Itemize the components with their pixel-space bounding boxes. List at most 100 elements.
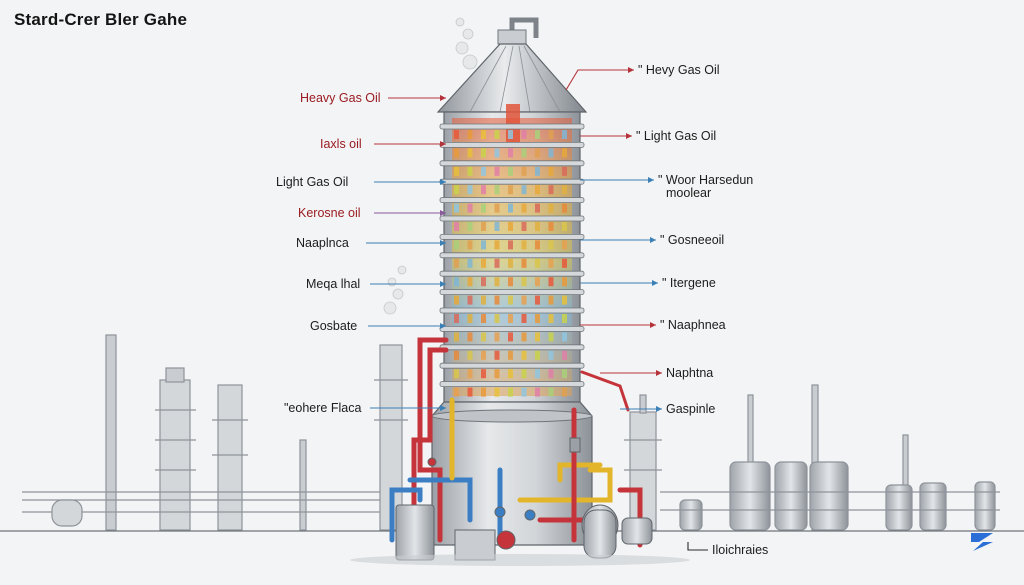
tray-cap	[535, 167, 540, 176]
tray-cap	[549, 388, 554, 397]
tray-cap	[535, 314, 540, 323]
tray-cap	[454, 148, 459, 157]
right-label-7: Naphtna	[666, 366, 713, 380]
left-leader-2	[374, 179, 446, 185]
left-label-1: Iaxls oil	[320, 137, 362, 151]
tray-cap	[562, 296, 567, 305]
tray-cap	[454, 277, 459, 286]
tray-cap	[468, 332, 473, 341]
tray-cap	[562, 130, 567, 139]
tray-cap	[549, 167, 554, 176]
tray-cap	[522, 332, 527, 341]
right-leader-0	[566, 67, 634, 90]
tray-cap	[508, 259, 513, 268]
tray-cap	[454, 369, 459, 378]
left-leader-3	[374, 210, 446, 216]
tray-cap	[495, 277, 500, 286]
tray-cap	[549, 130, 554, 139]
tray-cap	[468, 222, 473, 231]
tray-cap	[562, 240, 567, 249]
left-label-2: Light Gas Oil	[276, 175, 348, 189]
tray-cap	[508, 369, 513, 378]
tray-ring	[440, 326, 584, 331]
left-leader-4	[366, 240, 446, 246]
tray-cap	[522, 204, 527, 213]
right-label-0: " Hevy Gas Oil	[638, 63, 720, 77]
tray-ring	[440, 271, 584, 276]
tray-cap	[549, 204, 554, 213]
tray-cap	[454, 240, 459, 249]
tray-cap	[481, 351, 486, 360]
tray-ring	[440, 216, 584, 221]
tray-cap	[481, 204, 486, 213]
tray-cap	[508, 185, 513, 194]
right-leader-6	[580, 322, 656, 328]
tray-cap	[522, 314, 527, 323]
tray-cap	[549, 240, 554, 249]
right-label-8: Gaspinle	[666, 402, 715, 416]
tray-cap	[562, 259, 567, 268]
tray-cap	[562, 351, 567, 360]
tray-cap	[522, 240, 527, 249]
tray-cap	[454, 388, 459, 397]
tray-cap	[535, 240, 540, 249]
tray-cap	[495, 332, 500, 341]
tray-cap	[495, 314, 500, 323]
bottom-leader	[688, 542, 708, 550]
tray-cap	[454, 296, 459, 305]
tray-cap	[454, 259, 459, 268]
left-label-6: Gosbate	[310, 319, 357, 333]
tray-cap	[562, 314, 567, 323]
tray-cap	[522, 185, 527, 194]
tray-cap	[549, 351, 554, 360]
tray-cap	[495, 296, 500, 305]
diagram-title: Stard-Crer Bler Gahe	[14, 10, 187, 30]
tray-cap	[508, 351, 513, 360]
left-label-3: Kerosne oil	[298, 206, 361, 220]
right-label-4: " Gosneeoil	[660, 233, 724, 247]
tray-cap	[495, 369, 500, 378]
tray-cap	[495, 148, 500, 157]
tray-cap	[522, 388, 527, 397]
right-leader-1	[580, 133, 632, 139]
tray-cap	[508, 388, 513, 397]
tray-cap	[481, 222, 486, 231]
right-leader-7	[600, 370, 662, 376]
tray-cap	[468, 240, 473, 249]
tray-cap	[508, 332, 513, 341]
tray-cap	[508, 167, 513, 176]
tray-cap	[481, 388, 486, 397]
tray-cap	[468, 388, 473, 397]
tray-cap	[481, 130, 486, 139]
tray-cap	[522, 369, 527, 378]
right-label-2: " Woor Harsedun	[658, 173, 753, 187]
left-label-4: Naaplnca	[296, 236, 349, 250]
tray-ring	[440, 363, 584, 368]
tray-cap	[549, 185, 554, 194]
tray-cap	[495, 240, 500, 249]
tray-ring	[440, 253, 584, 258]
tray-cap	[468, 369, 473, 378]
tray-cap	[481, 148, 486, 157]
tray-cap	[468, 259, 473, 268]
tray-cap	[468, 185, 473, 194]
left-leader-0	[388, 95, 446, 101]
tray-cap	[535, 388, 540, 397]
tray-cap	[481, 185, 486, 194]
tray-cap	[468, 130, 473, 139]
tray-cap	[468, 351, 473, 360]
tray-cap	[495, 204, 500, 213]
tray-cap	[481, 240, 486, 249]
tray-ring	[440, 142, 584, 147]
tray-cap	[535, 130, 540, 139]
tray-cap	[495, 351, 500, 360]
tray-cap	[481, 259, 486, 268]
tray-cap	[535, 222, 540, 231]
right-label-5: " Itergene	[662, 276, 716, 290]
tray-ring	[440, 124, 584, 129]
tray-cap	[549, 332, 554, 341]
tray-cap	[562, 185, 567, 194]
left-label-7: "eohere Flaca	[284, 401, 361, 415]
